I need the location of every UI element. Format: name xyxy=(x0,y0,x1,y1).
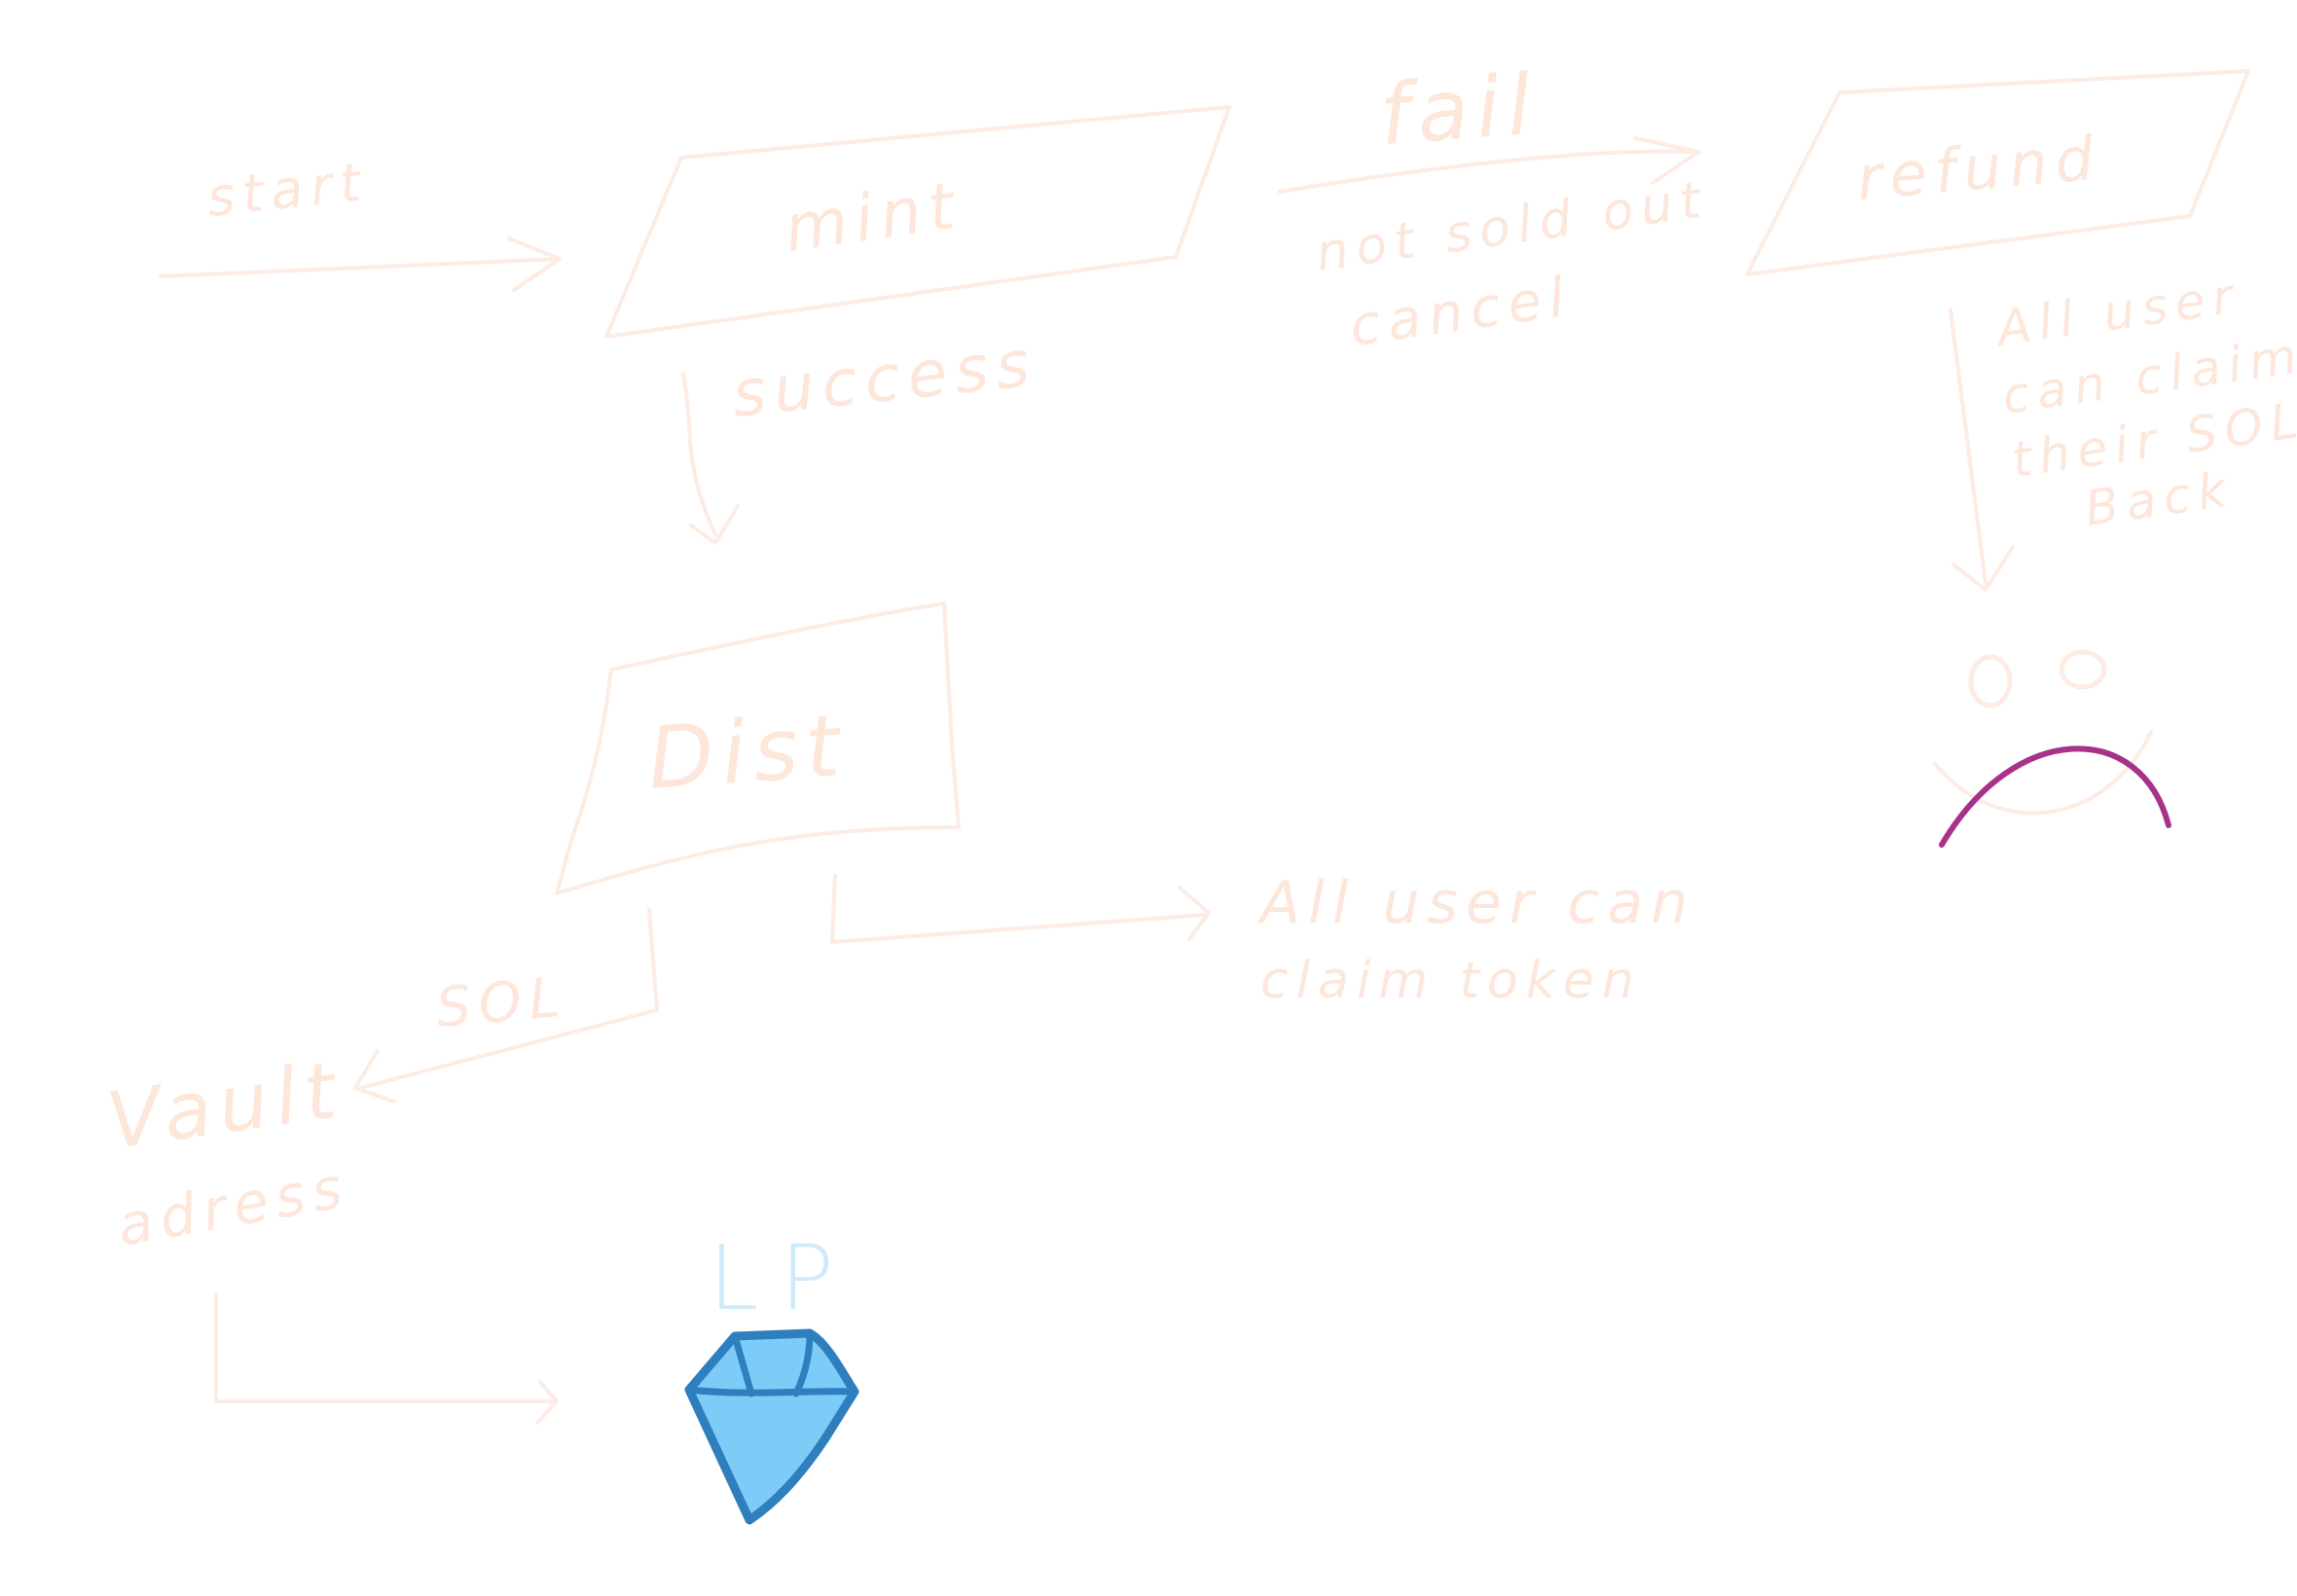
dist-label: Dist xyxy=(644,695,850,809)
success-arrow xyxy=(681,372,740,545)
success-label: success xyxy=(729,325,1040,431)
refund-label: refund xyxy=(1854,122,2104,214)
lp-label: LP xyxy=(709,1226,856,1330)
refund-node: refund xyxy=(1745,69,2250,276)
claim-token-arrow xyxy=(830,874,1211,944)
cancel-label: cancel xyxy=(1346,266,1576,359)
vault-label-line1: Vault xyxy=(102,1044,349,1167)
sol-label: SOL xyxy=(434,965,570,1040)
mint-label: mint xyxy=(781,167,966,267)
sad-face-icon xyxy=(1933,649,2171,848)
vault-to-lp-arrow xyxy=(214,1292,559,1425)
not-sold-out-label: not sold out xyxy=(1312,170,1711,283)
sol-arrow xyxy=(353,908,659,1104)
fail-arrow xyxy=(1278,136,1700,194)
start-label: start xyxy=(204,151,371,229)
start-arrow xyxy=(159,236,562,292)
mint-node: mint xyxy=(604,105,1231,339)
refund-down-arrow xyxy=(1949,308,2015,592)
claim-token-line1: All user can xyxy=(1257,869,1695,937)
diamond-gem-icon xyxy=(684,1328,859,1525)
dist-node: Dist xyxy=(555,601,961,895)
fail-label: fail xyxy=(1376,56,1541,164)
claim-token-line2: claim token xyxy=(1260,952,1642,1010)
vault-label-line2: adress xyxy=(113,1153,354,1259)
